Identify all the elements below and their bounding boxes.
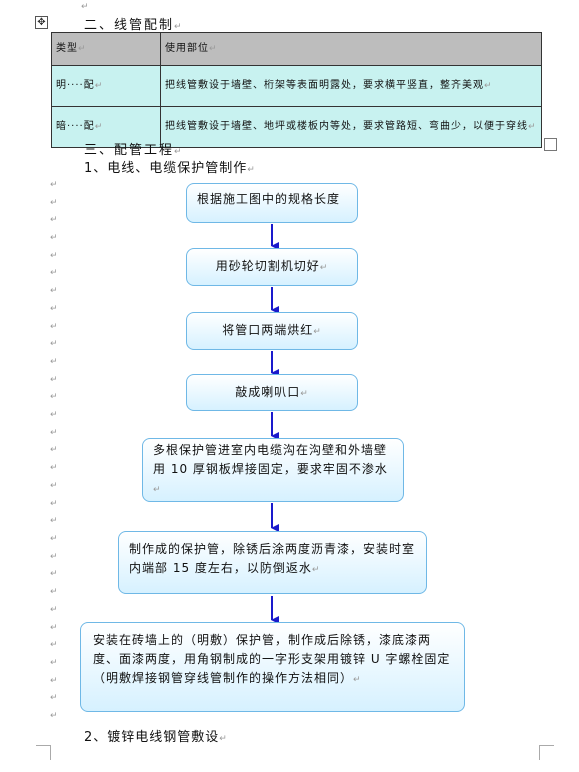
table-cell-type[interactable]: 明····配↵: [51, 65, 161, 107]
paragraph-mark-icon: ↵: [50, 676, 58, 686]
flow-step-1[interactable]: 根据施工图中的规格长度: [186, 183, 358, 223]
flow-step-text: 制作成的保护管，除锈后涂两度沥青漆，安装时室内端部 15 度左右，以防倒返水: [129, 542, 416, 575]
paragraph-mark-icon: ↵: [50, 392, 58, 402]
flow-step-4[interactable]: 敲成喇叭口↵: [186, 374, 358, 411]
flow-step-text: 安装在砖墙上的（明敷）保护管，制作成后除锈，漆底漆两度、面漆两度，用角钢制成的一…: [93, 633, 451, 685]
paragraph-mark-icon: ↵: [300, 389, 309, 399]
flow-step-text: 多根保护管进室内电缆沟在沟壁和外墙壁用 10 厚钢板焊接固定，要求牢固不渗水: [153, 443, 388, 476]
paragraph-mark-icon: ↵: [50, 605, 58, 615]
paragraph-mark-icon: ↵: [50, 640, 58, 650]
paragraph-mark-icon: ↵: [311, 565, 321, 575]
subheading-text: 1、电线、电缆保护管制作: [84, 161, 248, 176]
paragraph-mark-icon: ↵: [209, 44, 218, 54]
paragraph-mark-icon: ↵: [50, 569, 58, 579]
cell-text: 暗····配: [56, 121, 95, 132]
paragraph-mark-icon: ↵: [50, 516, 58, 526]
paragraph-mark-icon: ↵: [50, 251, 58, 261]
paragraph-mark-icon: ↵: [50, 658, 58, 668]
flow-step-6[interactable]: 制作成的保护管，除锈后涂两度沥青漆，安装时室内端部 15 度左右，以防倒返水↵: [118, 531, 427, 594]
cell-text: 把线管敷设于墙壁、地坪或楼板内等处，要求管路短、弯曲少，以便于穿线: [165, 121, 528, 132]
paragraph-mark-icon: ↵: [50, 268, 58, 278]
paragraph-mark-icon: ↵: [484, 81, 493, 91]
table-resize-handle[interactable]: [544, 138, 557, 151]
paragraph-mark-icon: ↵: [50, 215, 58, 225]
paragraph-mark-icon: ↵: [50, 711, 58, 721]
paragraph-mark-icon: ↵: [353, 675, 362, 685]
page-corner-mark: [36, 745, 51, 760]
table-row: 明····配↵ 把线管敷设于墙壁、桁架等表面明露处，要求横平竖直，整齐美观↵: [51, 65, 542, 107]
move-handle-icon[interactable]: ✥: [35, 16, 48, 29]
table-cell-usage[interactable]: 把线管敷设于墙壁、地坪或楼板内等处，要求管路短、弯曲少，以便于穿线↵: [160, 106, 542, 148]
subheading-2: 2、镀锌电线钢管敷设↵: [84, 726, 228, 745]
section-heading-text: 三、配管工程: [84, 143, 175, 158]
paragraph-mark-icon: ↵: [50, 481, 58, 491]
paragraph-mark-icon: ↵: [50, 463, 58, 473]
flow-step-text: 用砂轮切割机切好: [215, 259, 320, 273]
paragraph-mark-icon: ↵: [50, 693, 58, 703]
table-header-row: 类型↵ 使用部位↵: [51, 32, 542, 66]
paragraph-mark-icon: ↵: [50, 322, 58, 332]
paragraph-mark-icon: ↵: [50, 339, 58, 349]
table-row: 暗····配↵ 把线管敷设于墙壁、地坪或楼板内等处，要求管路短、弯曲少，以便于穿…: [51, 106, 542, 148]
cell-text: 把线管敷设于墙壁、桁架等表面明露处，要求横平竖直，整齐美观: [165, 80, 484, 91]
flow-step-text: 敲成喇叭口: [235, 385, 301, 399]
paragraph-mark-icon: ↵: [50, 286, 58, 296]
paragraph-mark-icon: ↵: [50, 198, 58, 208]
section-heading-2: 二、线管配制↵: [84, 14, 184, 33]
paragraph-mark-icon: ↵: [50, 445, 58, 455]
paragraph-mark-icon: ↵: [319, 263, 329, 273]
flow-step-3[interactable]: 将管口两端烘红↵: [186, 312, 358, 350]
paragraph-mark-icon: ↵: [50, 534, 58, 544]
table-header-cell[interactable]: 使用部位↵: [160, 32, 542, 66]
subheading-text: 2、镀锌电线钢管敷设: [84, 730, 220, 745]
paragraph-mark-icon: ↵: [50, 357, 58, 367]
section-heading-3: 三、配管工程↵: [84, 139, 184, 158]
paragraph-mark-icon: ↵: [50, 428, 58, 438]
paragraph-mark-icon: ↵: [50, 410, 58, 420]
paragraph-mark-icon: ↵: [153, 485, 162, 495]
paragraph-mark-icon: ↵: [94, 81, 104, 91]
paragraph-mark-icon: ↵: [313, 327, 322, 337]
header-usage: 使用部位: [165, 43, 209, 54]
paragraph-mark-icon: ↵: [174, 147, 184, 157]
paragraph-mark-icon: ↵: [50, 623, 58, 633]
section-heading-text: 二、线管配制: [84, 18, 175, 33]
paragraph-mark-icon: ↵: [94, 122, 104, 132]
table-cell-type[interactable]: 暗····配↵: [51, 106, 161, 148]
paragraph-mark-icon: ↵: [219, 734, 228, 744]
flow-step-text: 根据施工图中的规格长度: [197, 192, 341, 206]
pipe-type-table: 类型↵ 使用部位↵ 明····配↵ 把线管敷设于墙壁、桁架等表面明露处，要求横平…: [51, 32, 542, 148]
paragraph-mark-icon: ↵: [81, 2, 89, 12]
paragraph-mark-icon: ↵: [78, 44, 87, 54]
flow-step-7[interactable]: 安装在砖墙上的（明敷）保护管，制作成后除锈，漆底漆两度、面漆两度，用角钢制成的一…: [80, 622, 465, 712]
flow-step-text: 将管口两端烘红: [222, 323, 314, 337]
paragraph-mark-icon: ↵: [50, 233, 58, 243]
cell-text: 明····配: [56, 80, 95, 91]
flow-step-2[interactable]: 用砂轮切割机切好↵: [186, 248, 358, 286]
paragraph-mark-icon: ↵: [528, 122, 537, 132]
paragraph-mark-icon: ↵: [50, 587, 58, 597]
flow-step-5[interactable]: 多根保护管进室内电缆沟在沟壁和外墙壁用 10 厚钢板焊接固定，要求牢固不渗水 ↵: [142, 438, 404, 502]
paragraph-mark-icon: ↵: [50, 375, 58, 385]
table-header-cell[interactable]: 类型↵: [51, 32, 161, 66]
subheading-1: 1、电线、电缆保护管制作↵: [84, 157, 256, 176]
paragraph-mark-icon: ↵: [50, 552, 58, 562]
table-cell-usage[interactable]: 把线管敷设于墙壁、桁架等表面明露处，要求横平竖直，整齐美观↵: [160, 65, 542, 107]
paragraph-mark-icon: ↵: [174, 22, 184, 32]
header-type: 类型: [56, 43, 78, 54]
paragraph-mark-icon: ↵: [50, 304, 58, 314]
paragraph-mark-icon: ↵: [50, 499, 58, 509]
page-corner-mark: [539, 745, 554, 760]
paragraph-mark-icon: ↵: [50, 180, 58, 190]
paragraph-mark-icon: ↵: [247, 165, 256, 175]
